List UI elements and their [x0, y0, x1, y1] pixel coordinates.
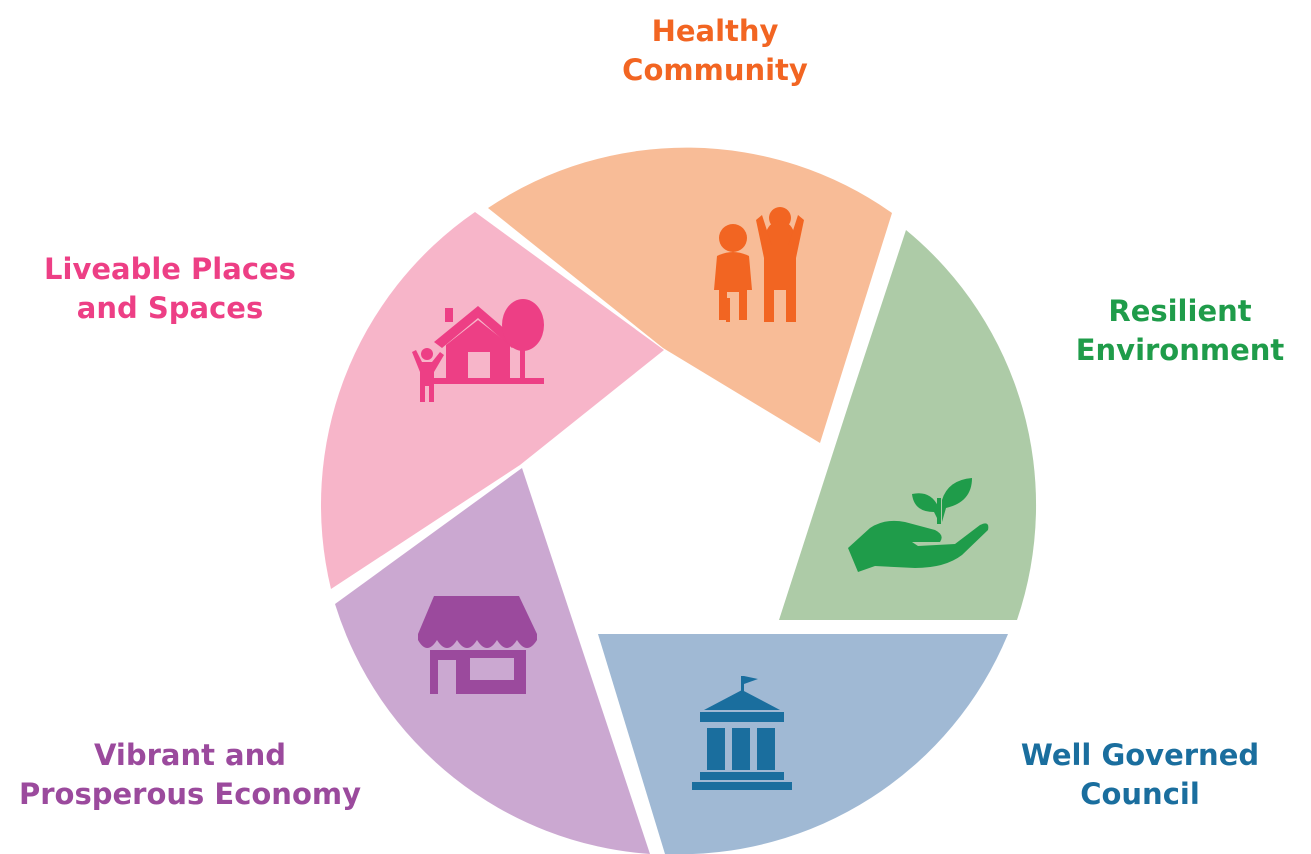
segment-resilient-environment: [779, 230, 1037, 620]
label-line: and Spaces: [76, 291, 264, 325]
label-line: Resilient: [1108, 294, 1252, 328]
label-vibrant-economy: Vibrant and Prosperous Economy: [5, 736, 375, 814]
label-line: Vibrant and: [93, 738, 287, 772]
family-icon: [714, 207, 804, 322]
label-line: Liveable Places: [44, 252, 296, 286]
hand-with-sprout-icon: [848, 478, 989, 572]
label-line: Environment: [1075, 333, 1285, 367]
label-line: Prosperous Economy: [18, 777, 361, 811]
segment-liveable-places: [320, 212, 664, 589]
label-line: Healthy: [651, 14, 779, 48]
label-well-governed-council: Well Governed Council: [995, 736, 1285, 814]
government-building-icon: [692, 676, 792, 790]
label-line: Community: [622, 53, 808, 87]
segment-vibrant-economy: [335, 468, 650, 854]
label-line: Well Governed: [1020, 738, 1260, 772]
segment-healthy-community: [488, 147, 892, 443]
shop-storefront-icon: [418, 596, 537, 694]
label-liveable-places: Liveable Places and Spaces: [20, 250, 320, 328]
label-healthy-community: Healthy Community: [565, 12, 865, 90]
segment-well-governed-council: [598, 634, 1008, 854]
label-resilient-environment: Resilient Environment: [1060, 292, 1300, 370]
house-tree-person-icon: [412, 299, 544, 402]
label-line: Council: [1080, 777, 1200, 811]
